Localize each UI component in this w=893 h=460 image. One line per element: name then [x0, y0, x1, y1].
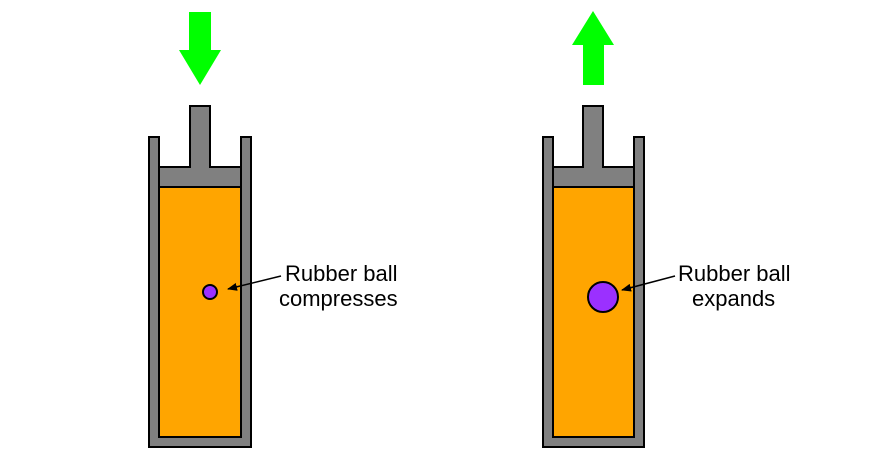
right-leader-arrow — [621, 275, 676, 292]
left-label-line1: Rubber ball — [285, 261, 398, 286]
right-piston — [552, 105, 635, 188]
left-leader-arrow — [227, 275, 282, 291]
up-arrow-icon — [572, 11, 614, 85]
right-cylinder-assembly: Rubber ball expands — [542, 11, 791, 448]
left-label-line2: compresses — [279, 286, 398, 311]
right-fluid — [552, 186, 635, 438]
left-cylinder-assembly: Rubber ball compresses — [148, 12, 398, 448]
left-piston — [158, 105, 242, 188]
right-label-line2: expands — [692, 286, 775, 311]
left-fluid — [158, 186, 242, 438]
down-arrow-icon — [179, 12, 221, 85]
right-label-line1: Rubber ball — [678, 261, 791, 286]
expanded-rubber-ball — [587, 281, 619, 313]
compressed-rubber-ball — [202, 284, 218, 300]
